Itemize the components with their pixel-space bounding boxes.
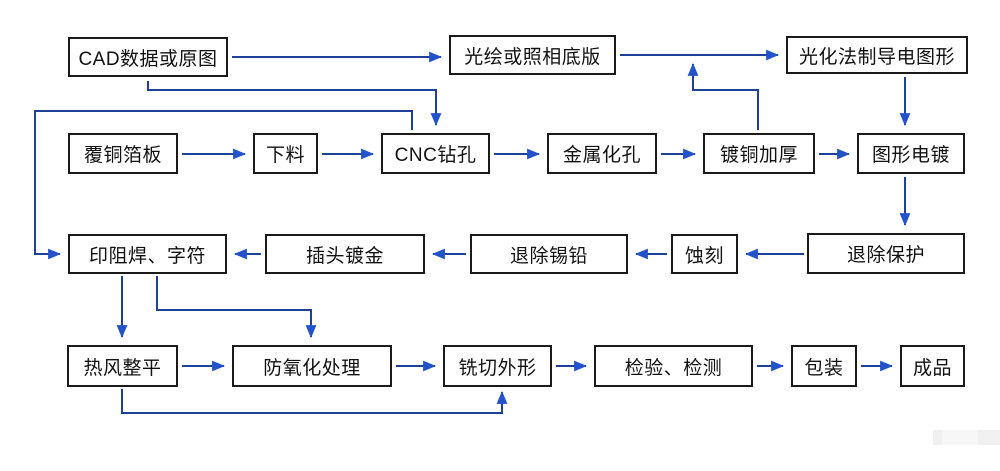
node-inspection: 检验、检测 (594, 345, 753, 387)
node-copper: 镀铜加厚 (703, 133, 815, 174)
node-cad: CAD数据或原图 (68, 37, 228, 77)
watermark-remnant (933, 430, 1000, 445)
node-striptin: 退除锡铅 (470, 234, 628, 274)
node-goldfinger: 插头镀金 (265, 234, 425, 274)
node-ccl: 覆铜箔板 (68, 133, 178, 174)
node-routing: 铣切外形 (443, 345, 552, 387)
node-cutting: 下料 (253, 133, 318, 174)
node-stripresist: 退除保护 (807, 233, 965, 274)
node-soldermask: 印阻焊、字符 (68, 234, 227, 274)
node-hasl: 热风整平 (67, 345, 178, 387)
watermark-remnant-light (942, 430, 978, 445)
node-etch: 蚀刻 (671, 234, 738, 274)
edge-cad-cnc (147, 81, 442, 127)
node-photoplot: 光绘或照相底版 (449, 35, 616, 75)
edge-hasl-routing-bottom (121, 389, 508, 414)
node-pattern: 图形电镀 (857, 133, 965, 174)
edge-copper-photochemical (687, 62, 759, 130)
node-cnc: CNC钻孔 (381, 133, 490, 174)
node-finished: 成品 (900, 345, 965, 387)
node-packaging: 包装 (791, 345, 857, 387)
node-pth: 金属化孔 (547, 133, 657, 174)
edge-cnc-soldermask (34, 110, 413, 260)
node-antiox: 防氧化处理 (232, 345, 392, 387)
edge-soldermask-antiox (156, 276, 317, 339)
node-photochemical: 光化法制导电图形 (786, 36, 968, 74)
